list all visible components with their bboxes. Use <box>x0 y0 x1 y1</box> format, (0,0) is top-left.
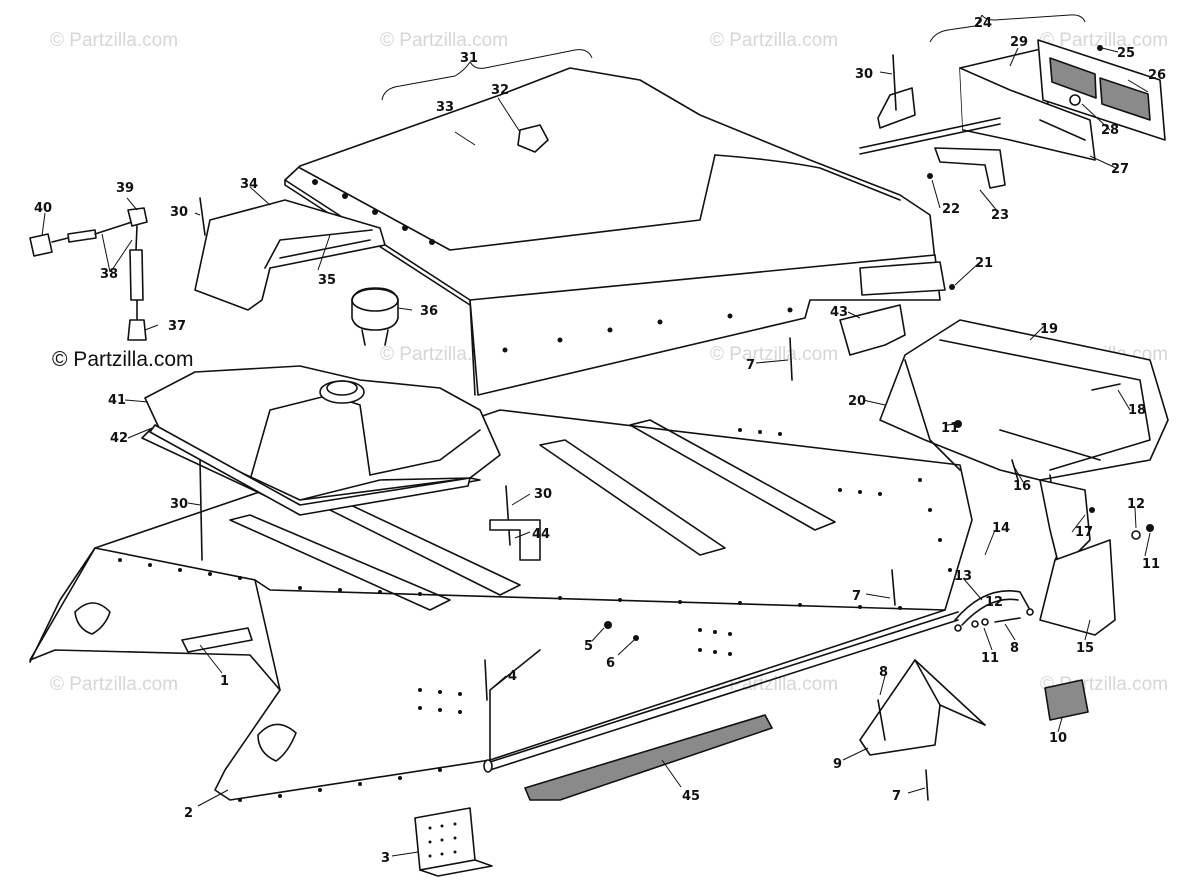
callout-17: 17 <box>1075 525 1093 540</box>
callout-19: 19 <box>1040 322 1058 337</box>
callout-14: 14 <box>992 521 1010 536</box>
runner-strip <box>181 627 253 653</box>
callout-8: 8 <box>1010 641 1019 656</box>
callout-30: 30 <box>170 497 188 512</box>
callouts: 1 2 3 4 5 6 7 7 7 8 8 9 10 11 11 11 12 1… <box>34 16 1166 866</box>
watermark: © Partzilla.com <box>710 344 838 365</box>
lower-tube <box>483 611 959 773</box>
leader-lines <box>41 47 1151 857</box>
callout-3: 3 <box>381 851 390 866</box>
callout-30: 30 <box>855 67 873 82</box>
callout-1: 1 <box>220 674 229 689</box>
watermark: © Partzilla.com <box>50 674 178 695</box>
callout-36: 36 <box>420 304 438 319</box>
callout-31: 31 <box>460 51 478 66</box>
seat-panel <box>194 199 386 311</box>
callout-26: 26 <box>1148 68 1166 83</box>
callout-33: 33 <box>436 100 454 115</box>
callout-21: 21 <box>975 256 993 271</box>
foot-strip <box>524 714 773 801</box>
support-bracket <box>859 659 986 756</box>
callout-16: 16 <box>1013 479 1031 494</box>
callout-12: 12 <box>985 595 1003 610</box>
callout-30: 30 <box>170 205 188 220</box>
callout-43: 43 <box>830 305 848 320</box>
watermark-prominent: © Partzilla.com <box>52 348 194 371</box>
rear-side-panels <box>839 261 1169 571</box>
callout-23: 23 <box>991 208 1009 223</box>
callout-7: 7 <box>892 789 901 804</box>
callout-32: 32 <box>491 83 509 98</box>
callout-22: 22 <box>942 202 960 217</box>
snow-flap <box>1039 539 1116 636</box>
callout-38: 38 <box>100 267 118 282</box>
group-brackets <box>381 14 1086 101</box>
callout-6: 6 <box>606 656 615 671</box>
callout-39: 39 <box>116 181 134 196</box>
seat <box>284 67 941 396</box>
watermark: © Partzilla.com <box>1040 30 1168 51</box>
fuel-cap <box>351 287 399 346</box>
callout-18: 18 <box>1128 403 1146 418</box>
fuel-line <box>29 207 148 341</box>
callout-28: 28 <box>1101 123 1119 138</box>
callout-44: 44 <box>532 527 550 542</box>
callout-35: 35 <box>318 273 336 288</box>
callout-37: 37 <box>168 319 186 334</box>
callout-8: 8 <box>879 665 888 680</box>
callout-13: 13 <box>954 569 972 584</box>
callout-11: 11 <box>941 421 959 436</box>
callout-7: 7 <box>852 589 861 604</box>
callout-12: 12 <box>1127 497 1145 512</box>
callout-11: 11 <box>981 651 999 666</box>
callout-11: 11 <box>1142 557 1160 572</box>
callout-40: 40 <box>34 201 52 216</box>
callout-9: 9 <box>833 757 842 772</box>
tail-light <box>959 39 1166 161</box>
bracket-plate <box>414 807 493 877</box>
callout-25: 25 <box>1117 46 1135 61</box>
hardware <box>199 54 1154 801</box>
callout-29: 29 <box>1010 35 1028 50</box>
callout-7: 7 <box>746 358 755 373</box>
callout-30: 30 <box>534 487 552 502</box>
watermark: © Partzilla.com <box>50 30 178 51</box>
callout-24: 24 <box>974 16 992 31</box>
callout-15: 15 <box>1076 641 1094 656</box>
tank-pad <box>149 424 471 516</box>
callout-4: 4 <box>508 669 517 684</box>
callout-2: 2 <box>184 806 193 821</box>
callout-34: 34 <box>240 177 258 192</box>
callout-10: 10 <box>1049 731 1067 746</box>
callout-5: 5 <box>584 639 593 654</box>
callout-27: 27 <box>1111 162 1129 177</box>
watermark: © Partzilla.com <box>380 30 508 51</box>
hitch <box>954 590 1034 632</box>
watermark: © Partzilla.com <box>710 30 838 51</box>
callout-41: 41 <box>108 393 126 408</box>
callout-45: 45 <box>682 789 700 804</box>
reflector <box>1044 679 1089 721</box>
chassis-tunnel <box>29 409 973 802</box>
callout-42: 42 <box>110 431 128 446</box>
callout-20: 20 <box>848 394 866 409</box>
